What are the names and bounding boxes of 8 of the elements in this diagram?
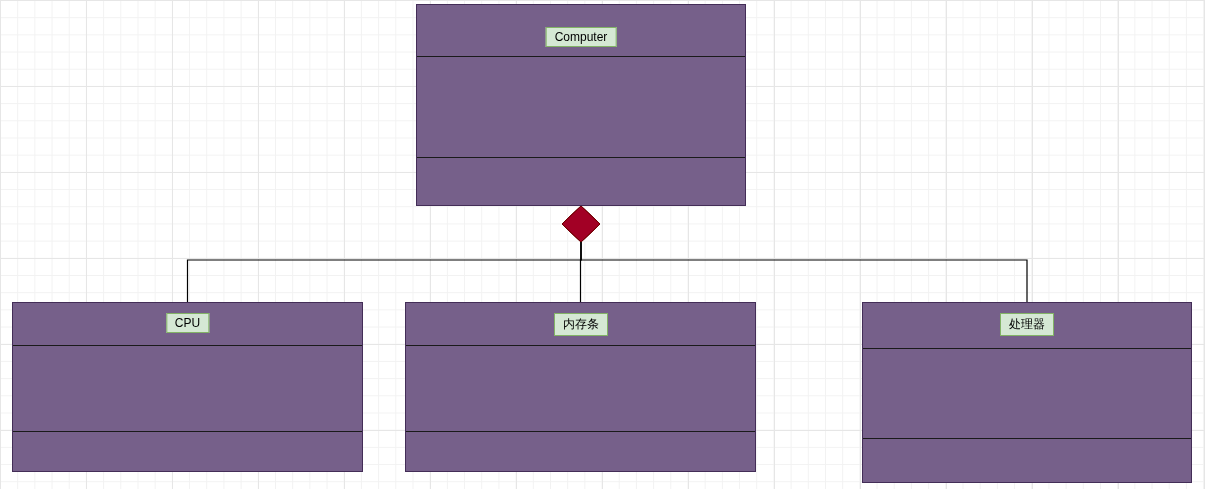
class-name: 内存条	[553, 313, 608, 336]
class-name: CPU	[165, 313, 210, 333]
class-box	[862, 302, 1192, 483]
class-name: Computer	[545, 27, 617, 47]
class-name: 处理器	[1000, 313, 1054, 336]
class-box	[405, 302, 756, 472]
class-box	[416, 4, 746, 206]
class-box	[12, 302, 363, 472]
